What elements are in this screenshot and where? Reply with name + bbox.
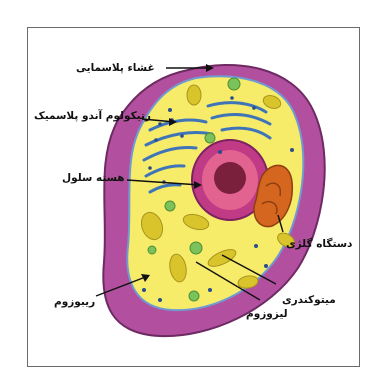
- label-endoplasmic-reticulum: رتیکولوم آندو پلاسمیک: [34, 110, 151, 122]
- label-nucleus: هسته سلول: [62, 172, 125, 184]
- label-golgi: دستگاه گلژی: [286, 238, 352, 250]
- label-mitochondria: میتوکندری: [282, 294, 336, 306]
- label-lysosome: لیزوزوم: [246, 308, 288, 320]
- label-ribosome: ریبوزوم: [54, 296, 95, 308]
- label-plasma-membrane: غشاء پلاسمایی: [76, 62, 155, 74]
